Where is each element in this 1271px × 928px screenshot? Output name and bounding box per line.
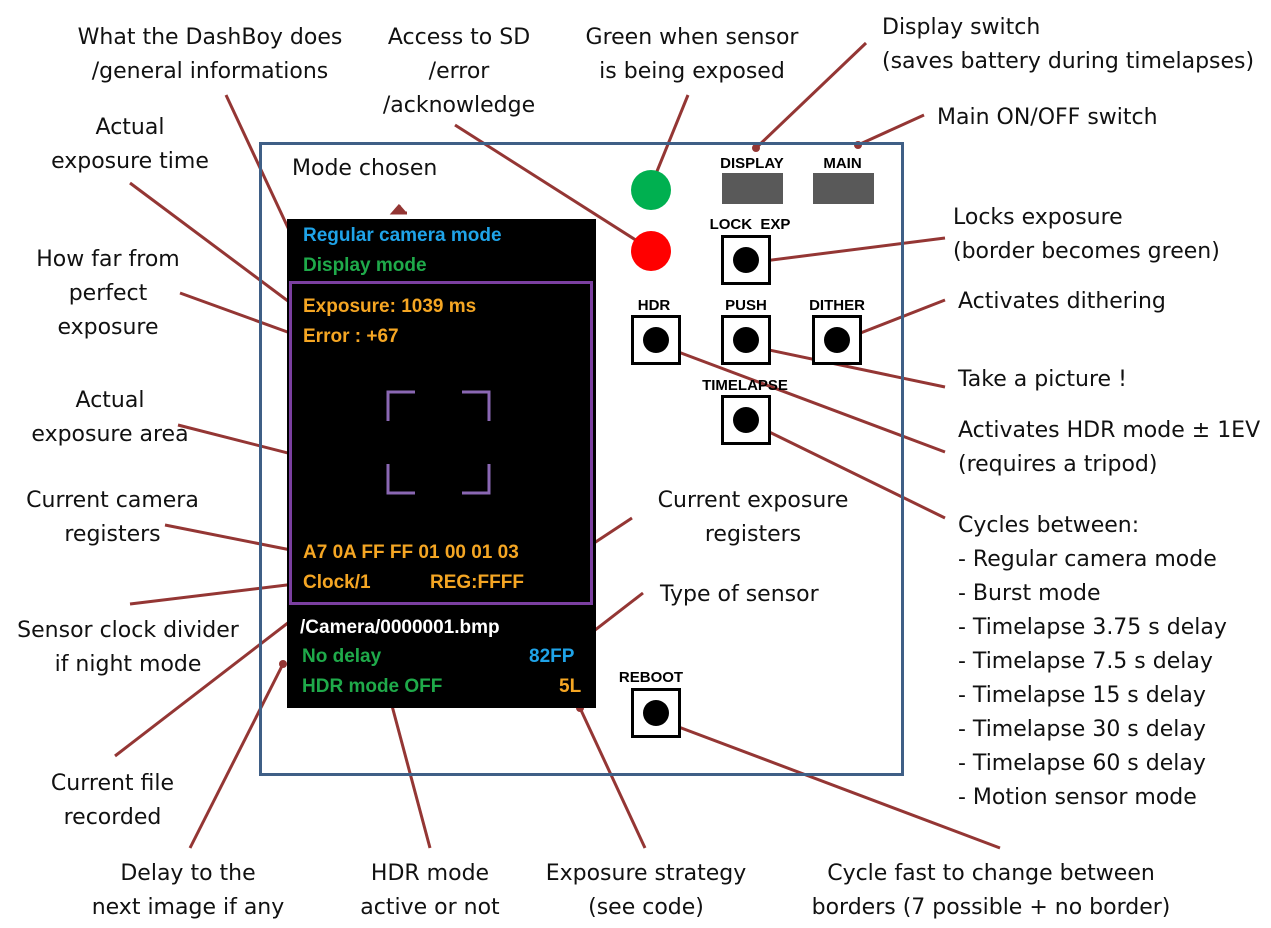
line-clock-divider bbox=[129, 582, 296, 606]
annotation-take-picture: Take a picture ! bbox=[958, 367, 1127, 392]
timelapse-label: TIMELAPSE bbox=[702, 377, 788, 394]
annotation-dithering: Activates dithering bbox=[958, 289, 1166, 314]
annotation-cycle-fast: Cycle fast to change between borders (7 … bbox=[811, 861, 1171, 920]
sensor-type: 82FP bbox=[529, 646, 575, 667]
device-body bbox=[259, 142, 904, 776]
mode-display-label: Display mode bbox=[303, 255, 427, 276]
annotation-clock-divider: Sensor clock divider if night mode bbox=[17, 618, 239, 677]
button-dot bbox=[733, 327, 759, 353]
annotation-hdr-active: HDR mode active or not bbox=[360, 861, 500, 920]
button-dot bbox=[643, 700, 669, 726]
annotation-current-file: Current file recorded bbox=[50, 771, 175, 830]
cycles-list-item: - Timelapse 3.75 s delay bbox=[958, 615, 1227, 640]
hdr-status: HDR mode OFF bbox=[302, 676, 443, 697]
annotation-sd: Access to SD /error /acknowledge bbox=[382, 25, 536, 118]
cycles-list-item: - Motion sensor mode bbox=[958, 785, 1197, 810]
annotation-main-switch: Main ON/OFF switch bbox=[937, 105, 1158, 130]
viewfinder-border bbox=[289, 281, 593, 605]
annotation-exposure-area: Actual exposure area bbox=[31, 388, 189, 447]
button-dot bbox=[824, 327, 850, 353]
dither-label: DITHER bbox=[809, 297, 865, 314]
lock-exp-label: LOCK EXP bbox=[709, 216, 791, 233]
exposure-register: REG:FFFF bbox=[430, 572, 524, 593]
status-led-red bbox=[631, 231, 671, 271]
button-dot bbox=[643, 327, 669, 353]
cycles-list-item: - Regular camera mode bbox=[958, 547, 1217, 572]
error-readout: Error : +67 bbox=[303, 326, 399, 347]
annotation-delay-next: Delay to the next image if any bbox=[91, 861, 285, 920]
main-switch-label: MAIN bbox=[823, 155, 862, 172]
delay-status: No delay bbox=[302, 646, 382, 667]
annotation-green-led: Green when sensor is being exposed bbox=[585, 25, 799, 84]
annotation-cycles-between: Cycles between: - Regular camera mode - … bbox=[958, 509, 1227, 815]
reboot-button[interactable] bbox=[631, 688, 681, 738]
cycles-list-item: - Timelapse 15 s delay bbox=[958, 683, 1206, 708]
annotation-locks-exposure: Locks exposure (border becomes green) bbox=[953, 205, 1220, 264]
line-exposure-time bbox=[129, 181, 297, 309]
line-cycle-fast bbox=[659, 718, 1001, 850]
main-switch[interactable] bbox=[813, 173, 874, 204]
exposure-strategy: 5L bbox=[559, 676, 582, 697]
display-switch[interactable] bbox=[722, 173, 783, 204]
camera-registers: A7 0A FF FF 01 00 01 03 bbox=[303, 542, 519, 563]
reboot-label: REBOOT bbox=[618, 669, 684, 686]
screen bbox=[287, 219, 596, 708]
line-camera-registers bbox=[164, 523, 297, 553]
current-file: /Camera/0000001.bmp bbox=[300, 617, 500, 638]
mode-regular-label: Regular camera mode bbox=[303, 225, 502, 246]
line-locks bbox=[747, 236, 946, 265]
line-current-file bbox=[114, 617, 294, 758]
button-dot bbox=[733, 247, 759, 273]
display-switch-label: DISPLAY bbox=[720, 155, 784, 172]
line-main-switch bbox=[857, 113, 925, 147]
exposure-led-green bbox=[631, 170, 671, 210]
clock-divider: Clock/1 bbox=[303, 572, 371, 593]
push-button[interactable] bbox=[721, 315, 771, 365]
annotation-exposure-registers: Current exposure registers bbox=[657, 488, 849, 547]
line-take-picture bbox=[749, 344, 946, 389]
push-label: PUSH bbox=[725, 297, 767, 314]
annotation-camera-registers: Current camera registers bbox=[26, 488, 199, 547]
line-delay bbox=[188, 663, 285, 849]
cycles-list-item: Cycles between: bbox=[958, 513, 1140, 538]
line-how-far bbox=[179, 291, 294, 336]
dither-button[interactable] bbox=[812, 315, 862, 365]
cycles-list-item: - Timelapse 60 s delay bbox=[958, 751, 1206, 776]
button-dot bbox=[733, 407, 759, 433]
lock-exposure-button[interactable] bbox=[721, 235, 771, 285]
line-cycles bbox=[754, 423, 946, 520]
annotation-display-switch: Display switch (saves battery during tim… bbox=[882, 15, 1255, 74]
exposure-area-brackets bbox=[386, 390, 491, 495]
line-strategy bbox=[578, 707, 647, 849]
annotation-mode-chosen: Mode chosen bbox=[292, 156, 438, 181]
hdr-label: HDR bbox=[637, 297, 671, 314]
line-mode-chosen bbox=[389, 204, 407, 215]
cycles-list-item: - Burst mode bbox=[958, 581, 1101, 606]
annotation-how-far: How far from perfect exposure bbox=[36, 247, 180, 340]
annotation-hdr-mode: Activates HDR mode ± 1EV (requires a tri… bbox=[958, 418, 1261, 477]
annotation-exposure-time: Actual exposure time bbox=[51, 115, 209, 174]
exposure-readout: Exposure: 1039 ms bbox=[303, 296, 477, 317]
timelapse-button[interactable] bbox=[721, 395, 771, 445]
line-display-switch bbox=[754, 41, 868, 150]
cycles-list-item: - Timelapse 30 s delay bbox=[958, 717, 1206, 742]
annotation-type-sensor: Type of sensor bbox=[660, 582, 819, 607]
annotation-exposure-strategy: Exposure strategy (see code) bbox=[545, 861, 747, 920]
line-hdr bbox=[656, 342, 946, 454]
annotation-what: What the DashBoy does /general informati… bbox=[77, 25, 343, 84]
hdr-button[interactable] bbox=[631, 315, 681, 365]
cycles-list-item: - Timelapse 7.5 s delay bbox=[958, 649, 1213, 674]
